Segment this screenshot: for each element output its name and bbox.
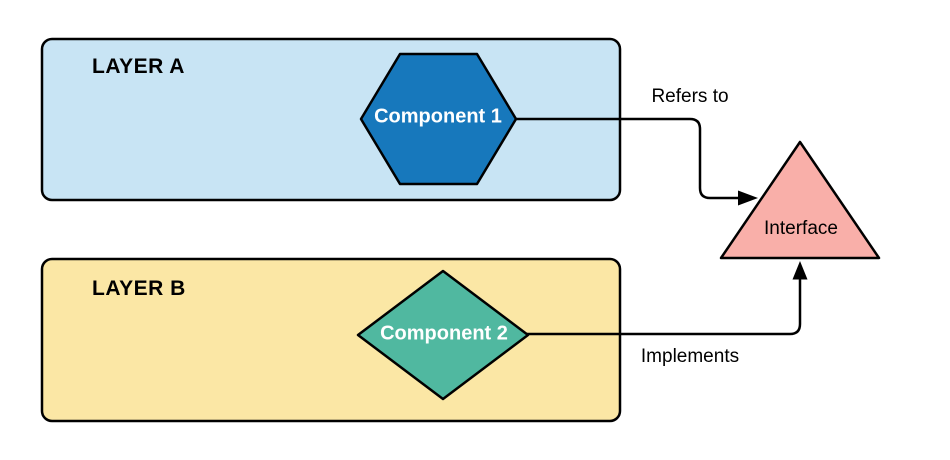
refers-to-connector xyxy=(514,117,742,200)
refers-to-edge-label: Refers to xyxy=(651,86,729,107)
implements-connector xyxy=(524,278,802,336)
component-1-hexagon xyxy=(359,52,518,186)
component-2-diamond xyxy=(356,269,530,401)
component-1-label: Component 1 xyxy=(374,105,502,128)
layer-b-label: LAYER B xyxy=(92,277,186,300)
implements-edge-label: Implements xyxy=(640,346,740,367)
interface-triangle xyxy=(719,140,881,260)
layer-a-label: LAYER A xyxy=(92,55,185,78)
interface-label: Interface xyxy=(764,218,838,239)
component-2-label: Component 2 xyxy=(380,322,508,345)
implements-arrowhead-icon xyxy=(792,261,808,280)
refers-to-arrowhead-icon xyxy=(738,190,758,206)
